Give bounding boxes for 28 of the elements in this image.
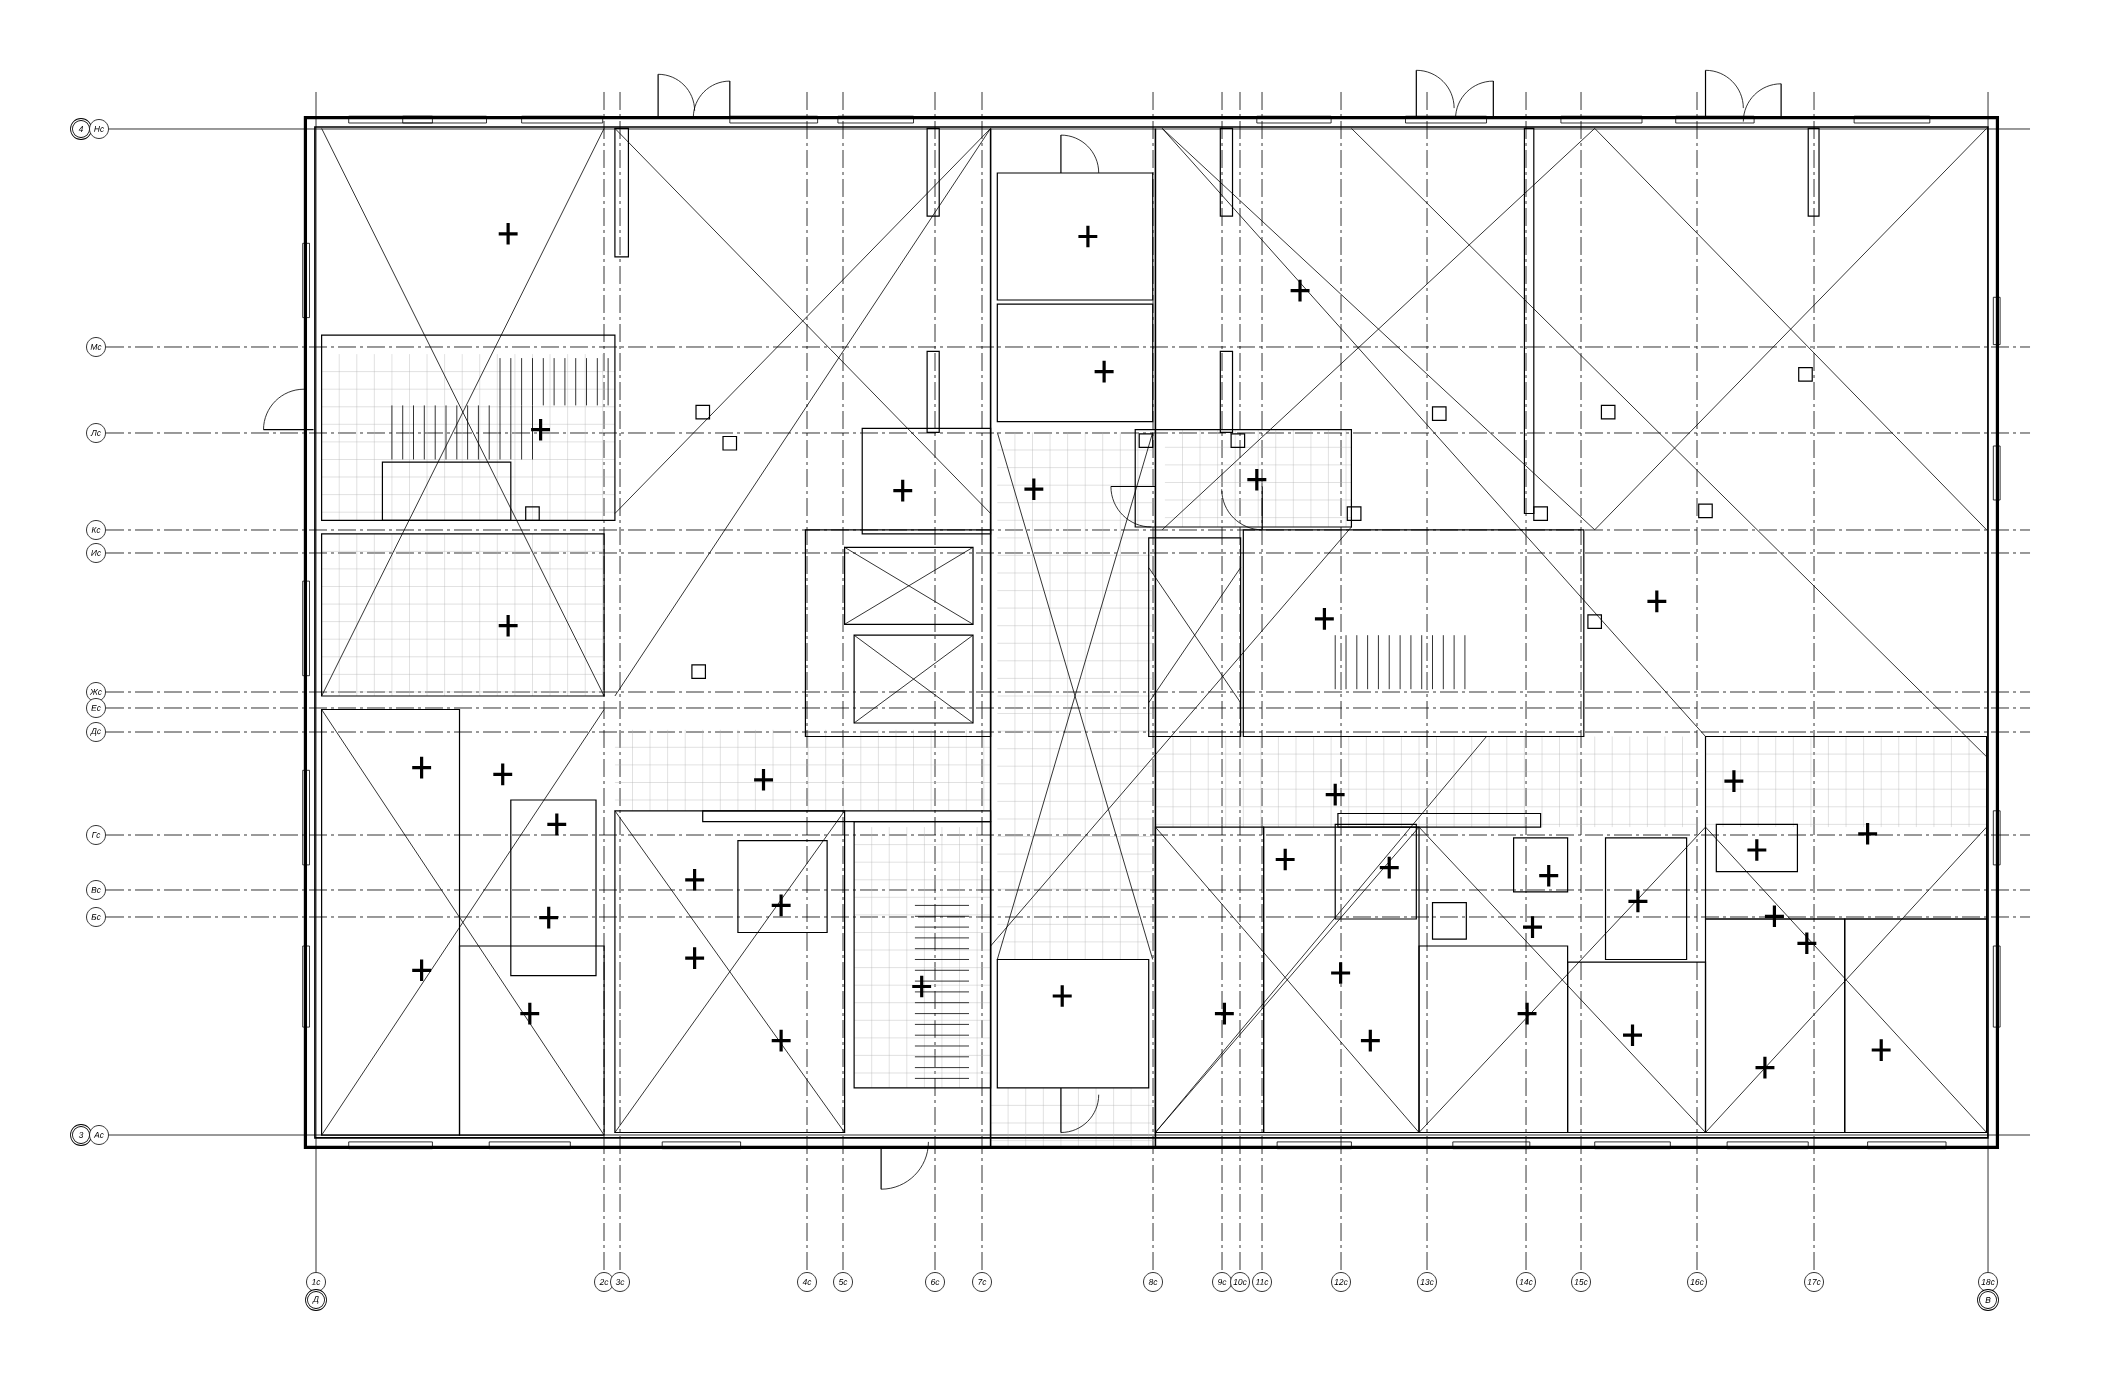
grid-bubble: Мс: [86, 337, 106, 357]
grid-bubble: Нс: [89, 119, 109, 139]
grid-bubble: Гс: [86, 825, 106, 845]
grid-bubble: 3с: [610, 1272, 630, 1292]
grid-bubble: 12с: [1331, 1272, 1351, 1292]
grid-bubble: 15с: [1571, 1272, 1591, 1292]
grid-bubble: 11с: [1252, 1272, 1272, 1292]
grid-bubble: 7с: [972, 1272, 992, 1292]
grid-bubble: 16с: [1687, 1272, 1707, 1292]
grid-bubble: 5с: [833, 1272, 853, 1292]
grid-bubble: 17с: [1804, 1272, 1824, 1292]
grid-bubble: Бс: [86, 907, 106, 927]
grid-bubble: Кс: [86, 520, 106, 540]
grid-bubble: 18с: [1978, 1272, 1998, 1292]
grid-bubble: 9с: [1212, 1272, 1232, 1292]
grid-bubble: 14с: [1516, 1272, 1536, 1292]
grid-bubble: 1с: [306, 1272, 326, 1292]
grid-bubble: 8с: [1143, 1272, 1163, 1292]
grid-bubble: Вс: [86, 880, 106, 900]
grid-bubble: Ес: [86, 698, 106, 718]
grid-bubble: Лс: [86, 423, 106, 443]
grid-bubble: 6с: [925, 1272, 945, 1292]
grid-bubble: 10с: [1230, 1272, 1250, 1292]
grid-bubble: Ис: [86, 543, 106, 563]
grid-bubble: 4с: [797, 1272, 817, 1292]
grid-bubble: Дс: [86, 722, 106, 742]
grid-bubble: 13с: [1417, 1272, 1437, 1292]
grid-bubble: Ас: [89, 1125, 109, 1145]
